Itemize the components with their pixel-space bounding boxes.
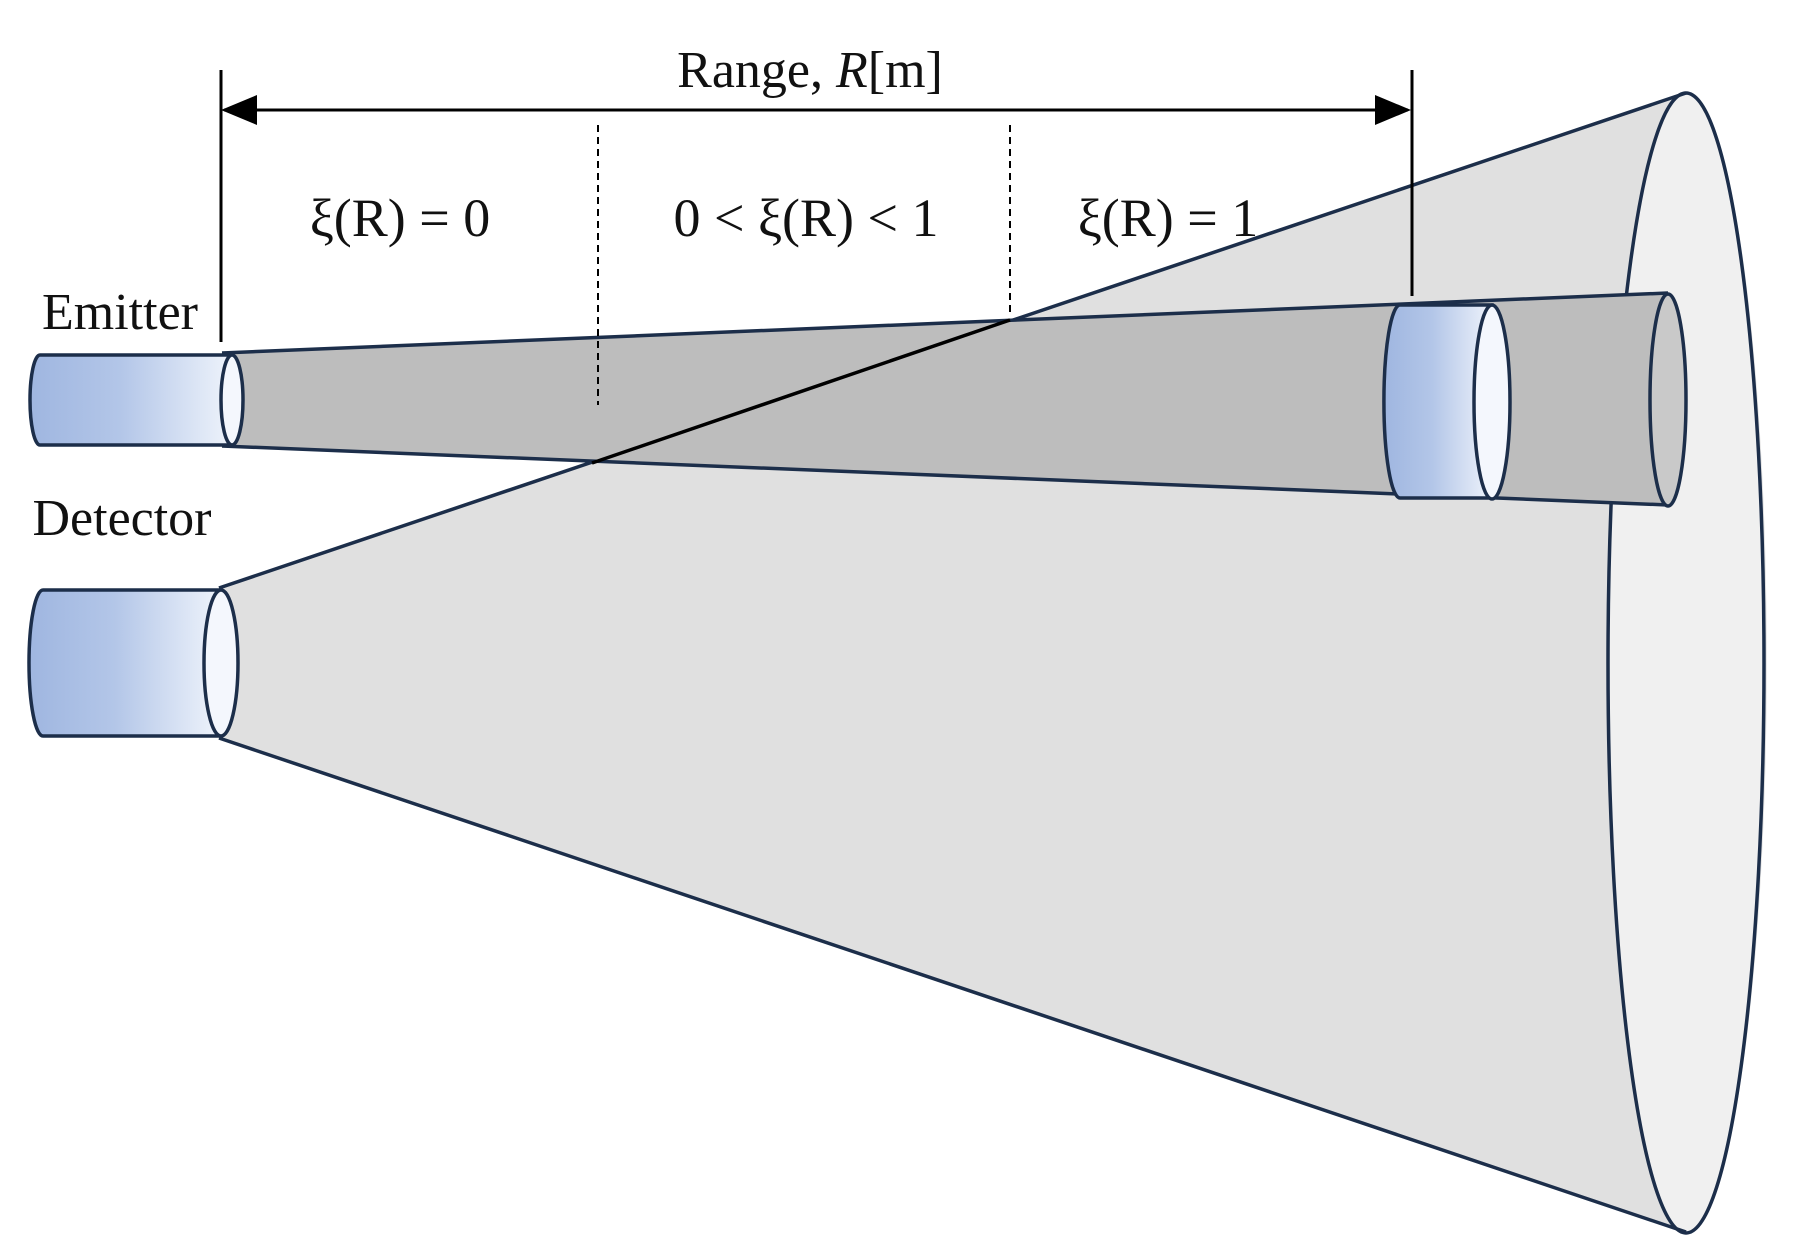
zone-partial-overlap-label: 0 < ξ(R) < 1 <box>674 188 939 248</box>
detector-label: Detector <box>32 490 211 547</box>
detector-fov-cone <box>218 91 1767 1235</box>
emitter-cylinder <box>28 353 245 447</box>
zone-no-overlap-label: ξ(R) = 0 <box>310 188 491 248</box>
overlap-crossing-line <box>591 318 1011 465</box>
emitter-beam-end <box>1648 292 1688 508</box>
range-dimension <box>219 70 1414 342</box>
far-cylinder <box>1382 303 1512 501</box>
emitter-label: Emitter <box>42 284 198 341</box>
range-label: Range, R[m] <box>677 42 943 99</box>
zone-full-overlap-label: ξ(R) = 1 <box>1078 188 1259 248</box>
detector-cone-base <box>1606 91 1766 1235</box>
detector-cylinder <box>27 588 240 738</box>
